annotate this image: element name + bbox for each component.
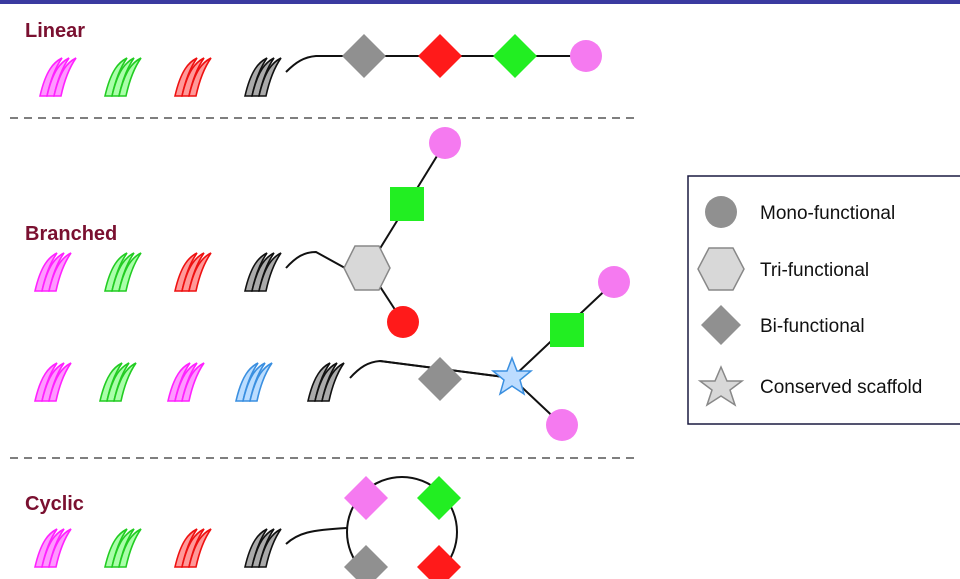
linker-line [285, 527, 348, 545]
linker-line [349, 359, 513, 379]
square-node-green [390, 187, 424, 221]
cyclic-ring [346, 476, 458, 579]
circle-node-red [387, 306, 419, 338]
diamond-node-gray [344, 545, 388, 579]
circle-node-pink [598, 266, 630, 298]
dna-codon-magenta [34, 252, 72, 292]
diamond-node-green [417, 476, 461, 520]
dna-codon-red [174, 252, 212, 292]
diamond-icon [701, 305, 741, 345]
dna-codon-black [244, 528, 282, 568]
square-node-green [550, 313, 584, 347]
linker-line [285, 55, 586, 73]
diamond-node-red [417, 545, 461, 579]
dna-codon-green [104, 528, 142, 568]
branched-structure-1 [34, 127, 461, 338]
dna-codon-black [244, 252, 282, 292]
hexagon-node [343, 245, 391, 291]
linear-structure [39, 34, 602, 97]
dna-codon-green [104, 252, 142, 292]
legend-label-tri: Tri-functional [760, 260, 869, 281]
top-bar [0, 0, 960, 4]
diamond-node-pink [344, 476, 388, 520]
dna-codon-red [174, 528, 212, 568]
legend-label-scaffold: Conserved scaffold [760, 377, 922, 398]
hexagon-icon [697, 247, 745, 291]
dna-helix-row [34, 252, 282, 292]
dna-codon-magenta [34, 528, 72, 568]
dna-helix-row [34, 362, 345, 402]
star-node-scaffold [490, 355, 534, 396]
dna-helix-row [34, 528, 282, 568]
dna-codon-black [307, 362, 345, 402]
section-label-cyclic: Cyclic [25, 493, 84, 515]
legend-label-mono: Mono-functional [760, 203, 895, 224]
circle-icon [705, 196, 737, 228]
dna-codon-magenta [39, 57, 77, 97]
diamond-node-gray [342, 34, 386, 78]
diamond-node-green [493, 34, 537, 78]
diamond-node-red [418, 34, 462, 78]
diamond-node-gray [418, 357, 462, 401]
dna-helix-row [39, 57, 282, 97]
dna-codon-green [99, 362, 137, 402]
circle-node-pink [570, 40, 602, 72]
dna-codon-green [104, 57, 142, 97]
dna-codon-magenta [34, 362, 72, 402]
dna-codon-blue [235, 362, 273, 402]
dna-codon-black [244, 57, 282, 97]
circle-node-pink [546, 409, 578, 441]
branched-structure-2 [34, 266, 630, 441]
dna-codon-red [174, 57, 212, 97]
legend-label-bi: Bi-functional [760, 316, 865, 337]
section-label-branched: Branched [25, 223, 117, 245]
circle-node-pink [429, 127, 461, 159]
section-label-linear: Linear [25, 20, 85, 42]
dna-codon-magenta [167, 362, 205, 402]
linker-line [285, 250, 346, 269]
cyclic-structure [34, 476, 461, 579]
star-icon [697, 365, 745, 407]
legend: Mono-functional Tri-functional Bi-functi… [687, 175, 960, 425]
